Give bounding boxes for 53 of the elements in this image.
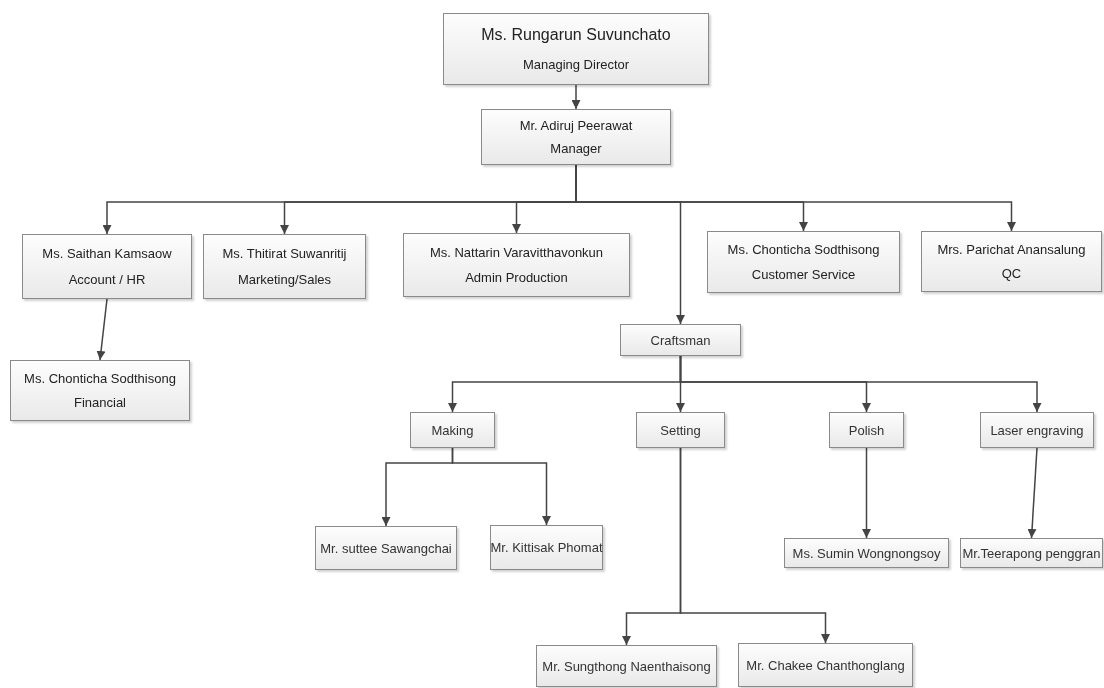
box-label: Mr. suttee Sawangchai <box>320 540 452 556</box>
job-title: Customer Service <box>751 267 856 282</box>
org-box <box>203 234 366 299</box>
org-box <box>536 645 717 687</box>
connector-arrow <box>571 84 581 110</box>
connector-arrow <box>679 355 1042 413</box>
box-label: Making <box>431 422 474 438</box>
box-label: Craftsman <box>650 332 711 348</box>
org-box <box>403 233 630 297</box>
box-label: Ms. Sumin Wongnongsoy <box>792 545 941 561</box>
person-name: Ms. Chonticha Sodthisong <box>727 242 880 257</box>
org-box <box>784 538 949 568</box>
org-box <box>738 643 913 687</box>
org-box <box>10 360 190 421</box>
person-name: Ms. Rungarun Suvunchato <box>481 26 671 45</box>
org-box <box>490 525 603 570</box>
job-title: Marketing/Sales <box>237 272 332 287</box>
person-name: Mr. Adiruj Peerawat <box>519 118 633 133</box>
org-box <box>443 13 709 85</box>
org-box <box>410 412 495 448</box>
job-title: QC <box>1001 266 1022 282</box>
person-name: Ms. Thitirat Suwanritij <box>222 246 347 261</box>
org-box <box>636 412 725 448</box>
box-label: Mr. Kittisak Phomat <box>490 540 603 555</box>
person-name: Mrs. Parichat Anansalung <box>937 241 1086 257</box>
job-title: Managing Director <box>522 56 630 72</box>
org-box <box>481 109 671 165</box>
connector-arrow <box>451 447 551 526</box>
org-box <box>22 234 192 299</box>
box-label: Laser engraving <box>990 422 1084 438</box>
org-box <box>315 526 457 570</box>
connector-arrow <box>862 447 871 539</box>
org-box <box>921 231 1102 292</box>
box-label: Mr. Chakee Chanthonglang <box>746 657 905 673</box>
person-name: Ms. Saithan Kamsaow <box>42 246 172 261</box>
org-box <box>707 231 900 293</box>
connector-arrow <box>96 298 108 361</box>
person-name: Ms. Nattarin Varavitthavonkun <box>429 244 604 260</box>
org-box <box>960 538 1103 568</box>
connector-arrow <box>679 447 830 644</box>
job-title: Admin Production <box>465 270 568 286</box>
job-title: Manager <box>550 141 602 156</box>
org-box <box>980 412 1094 448</box>
org-box <box>829 412 904 448</box>
job-title: Financial <box>74 395 126 411</box>
connector-arrow <box>1027 447 1038 539</box>
org-box <box>620 324 741 356</box>
box-label: Mr. Sungthong Naenthaisong <box>542 658 711 674</box>
person-name: Ms. Chonticha Sodthisong <box>24 370 176 386</box>
job-title: Account / HR <box>68 272 146 287</box>
box-label: Polish <box>848 422 885 438</box>
box-label: Setting <box>660 422 701 438</box>
box-label: Mr.Teerapong penggran <box>962 545 1101 561</box>
